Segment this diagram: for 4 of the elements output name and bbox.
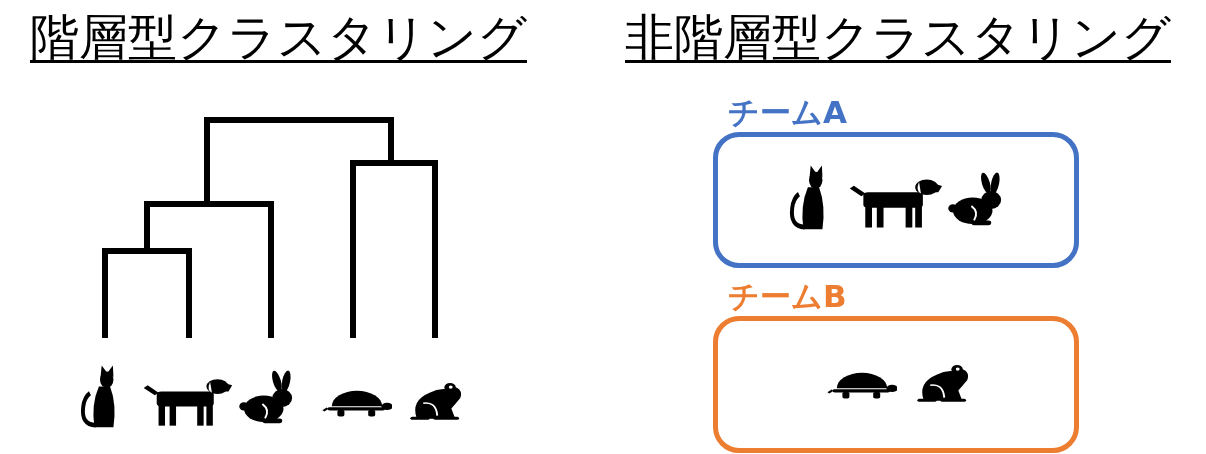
group-label: チームA (728, 93, 847, 132)
heading: 階層型クラスタリング (30, 8, 527, 68)
group-label: チームB (728, 277, 847, 316)
heading: 非階層型クラスタリング (625, 8, 1171, 68)
